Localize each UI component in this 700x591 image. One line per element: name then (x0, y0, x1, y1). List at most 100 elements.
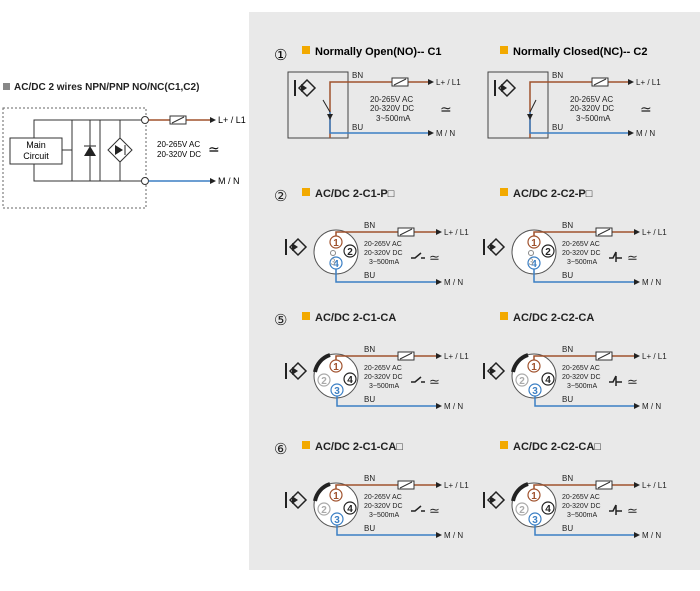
connector-outline (313, 353, 359, 399)
load-symbol-slash (399, 228, 413, 236)
connector-key (511, 482, 529, 502)
pin-brown-circle (329, 235, 343, 249)
arrow-icon (428, 130, 434, 136)
arrow-icon (634, 482, 640, 488)
voltage-dc-label: 20-320V DC (370, 104, 414, 113)
pin-b-circle (317, 502, 331, 516)
blue-wire (336, 525, 436, 536)
connector-outline (511, 482, 557, 528)
pin-blue-circle (330, 383, 344, 397)
pin-a-number: 4 (347, 504, 353, 515)
n-label: M / N (218, 176, 240, 186)
bridge-rectifier-symbol (107, 137, 133, 163)
sensor-housing-box (287, 71, 349, 139)
pin-b-number: 2 (519, 505, 525, 516)
sensor-icon (486, 237, 506, 257)
title-marker (302, 441, 310, 449)
pin-a-circle (343, 244, 357, 258)
arrow-icon (436, 532, 442, 538)
l1-label: L+ / L1 (444, 352, 469, 361)
zener-diode-symbol (84, 145, 96, 156)
nc-switch (529, 99, 537, 113)
main-circuit-label-2: Circuit (23, 151, 49, 161)
main-circuit-box (9, 137, 63, 165)
pin-brown-number: 1 (333, 362, 339, 373)
sensor-icon (486, 490, 506, 510)
nc-switch (609, 375, 622, 386)
pin-blue-number: 4 (333, 259, 339, 270)
section-number: ② (274, 188, 287, 205)
section-1: ① Normally Open(NO)-- C1 Normally Closed… (274, 46, 647, 64)
pin-a-circle (343, 372, 357, 386)
sensor-icon (486, 361, 506, 381)
blue-wire (534, 396, 634, 407)
section-number: ① (274, 47, 287, 64)
sensor-icon (297, 78, 317, 98)
current-label: 3~500mA (369, 512, 399, 519)
connector-key (511, 353, 529, 373)
blue-wire (534, 525, 634, 536)
load-symbol-slash (597, 228, 611, 236)
arrow-icon (634, 229, 640, 235)
contact-marker (327, 114, 333, 120)
no-switch (411, 376, 425, 383)
pin-a-number: 4 (545, 375, 551, 386)
nc-switch (609, 504, 622, 515)
wiring-diagram-panel (249, 12, 700, 570)
arrow-icon (634, 279, 640, 285)
voltage-ac-label: 20-265V AC (562, 365, 600, 372)
pin-a-circle (541, 501, 555, 515)
pin-blue-circle (528, 383, 542, 397)
section-title-right: AC/DC 2-C2-P□ (513, 188, 593, 200)
current-label: 3~500mA (576, 114, 611, 123)
bu-label: BU (562, 271, 573, 280)
bu-label: BU (562, 395, 573, 404)
pin-a-number: 4 (347, 375, 353, 386)
pin-b-number: 2 (519, 376, 525, 387)
l1-label: L+ / L1 (218, 115, 246, 125)
voltage-ac-label: 20-265V AC (562, 241, 600, 248)
ac-dc-symbol: ≃ (627, 503, 638, 518)
connector-outline (511, 353, 557, 399)
voltage-ac-label: 20-265V AC (364, 494, 402, 501)
section-title-left: Normally Open(NO)-- C1 (315, 46, 442, 58)
load-symbol-slash (597, 481, 611, 489)
bn-label: BN (352, 71, 363, 80)
terminal-n (141, 177, 149, 185)
sensor-icon (288, 361, 308, 381)
current-label: 3~500mA (567, 512, 597, 519)
current-label: 3~500mA (369, 383, 399, 390)
ac-dc-symbol: ≃ (208, 141, 220, 157)
pin-blue-circle (330, 512, 344, 526)
connector-key (313, 482, 331, 502)
pin-b-number: 3 (528, 257, 533, 267)
bn-label: BN (364, 221, 375, 230)
voltage-ac-label: 20-265V AC (364, 241, 402, 248)
n-label: M / N (642, 402, 661, 411)
internal-circuit-wires (33, 119, 145, 182)
pin-brown-number: 1 (531, 362, 537, 373)
voltage-dc-label: 20-320V DC (562, 503, 601, 510)
pin-b-circle (317, 373, 331, 387)
ac-dc-symbol: ≃ (440, 101, 452, 117)
bu-label: BU (352, 123, 363, 132)
pin-blue-circle (329, 256, 343, 270)
title-marker (500, 188, 508, 196)
sensor-icon (288, 490, 308, 510)
bn-label: BN (364, 345, 375, 354)
title-marker (302, 312, 310, 320)
voltage-dc-label: 20-320V DC (562, 374, 601, 381)
bu-label: BU (562, 524, 573, 533)
arrow-icon (436, 353, 442, 359)
pin-b-dot (330, 250, 336, 256)
section-title-left: AC/DC 2-C1-CA (315, 312, 396, 324)
section-number: ⑥ (274, 441, 287, 458)
ac-dc-symbol: ≃ (627, 250, 638, 265)
bn-label: BN (562, 221, 573, 230)
title-marker (500, 441, 508, 449)
sensor-arrow-icon (301, 84, 307, 92)
pin-b-number: 2 (321, 376, 327, 387)
